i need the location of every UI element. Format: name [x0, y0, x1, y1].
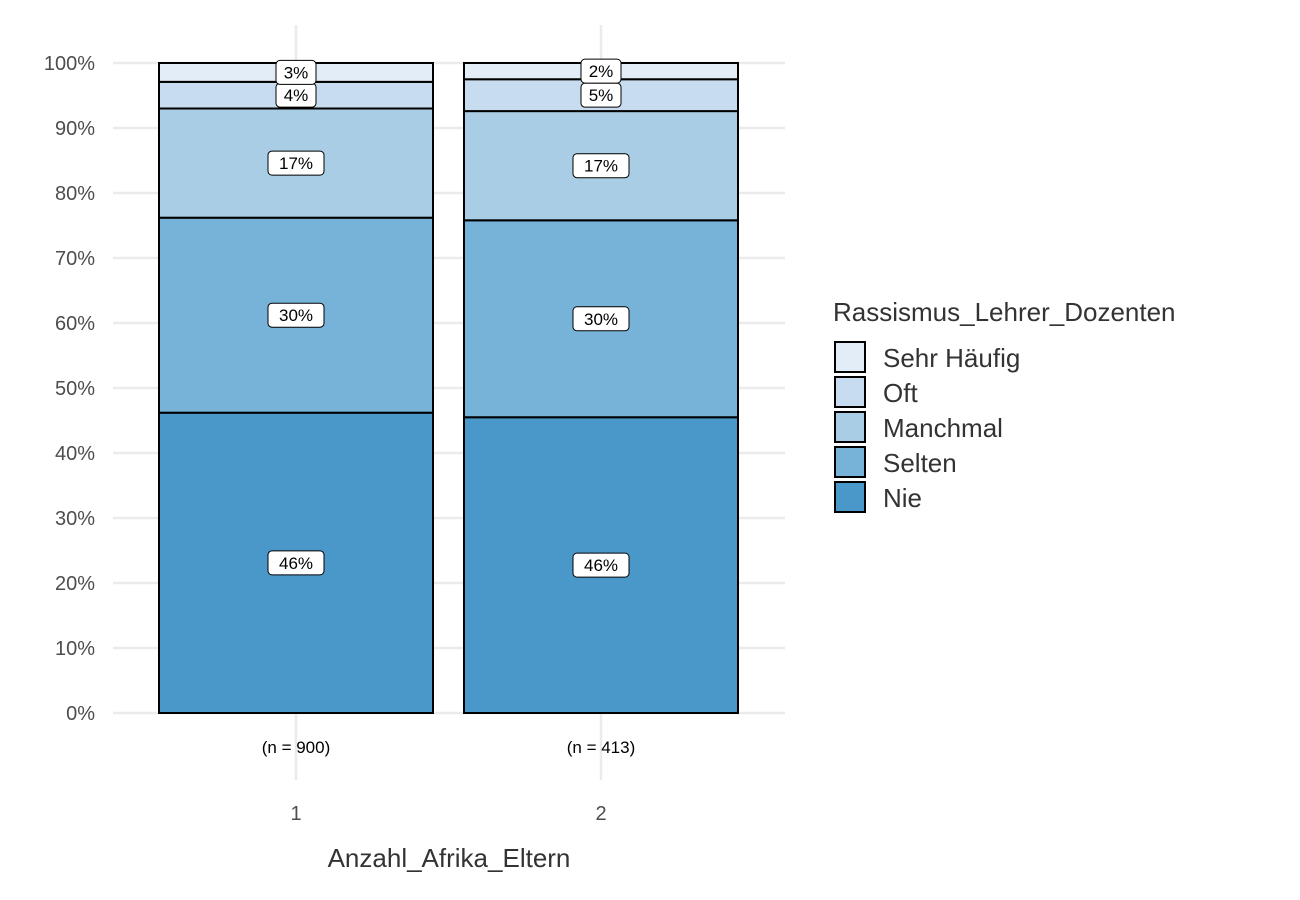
- data-label: 30%: [267, 302, 325, 328]
- data-label-text: 2%: [589, 62, 614, 81]
- data-label: 17%: [572, 153, 630, 179]
- data-label: 5%: [580, 82, 622, 108]
- y-axis: 0% 10% 20% 30% 40% 50% 60% 70% 80% 90% 100%: [44, 53, 95, 725]
- data-label-box: [580, 58, 622, 84]
- group-size-label: (n = 413): [567, 738, 636, 757]
- legend: Rassismus_Lehrer_Dozenten Sehr HäufigOft…: [833, 297, 1176, 513]
- data-label-text: 4%: [284, 86, 309, 105]
- legend-label: Manchmal: [883, 413, 1003, 443]
- data-label-box: [267, 302, 325, 328]
- data-label: 2%: [580, 58, 622, 84]
- data-label: 4%: [275, 82, 317, 108]
- data-label: 3%: [275, 59, 317, 85]
- legend-label: Sehr Häufig: [883, 343, 1020, 373]
- y-tick-label: 0%: [66, 703, 95, 725]
- data-label: 46%: [572, 552, 630, 578]
- data-label-text: 3%: [284, 63, 309, 82]
- y-tick-label: 20%: [55, 573, 95, 595]
- y-tick-label: 90%: [55, 118, 95, 140]
- legend-label: Selten: [883, 448, 957, 478]
- data-label-box: [572, 552, 630, 578]
- y-tick-label: 10%: [55, 638, 95, 660]
- x-tick-label: 2: [595, 803, 606, 825]
- x-tick-label: 1: [290, 803, 301, 825]
- legend-swatch: [834, 341, 866, 373]
- y-tick-label: 70%: [55, 248, 95, 270]
- legend-swatch: [834, 411, 866, 443]
- y-tick-label: 100%: [44, 53, 95, 75]
- y-tick-label: 80%: [55, 183, 95, 205]
- data-labels: 46% 30% 17% 4% 3% 46% 30% 17% 5% 2%: [267, 58, 630, 578]
- legend-item: Nie: [834, 481, 922, 513]
- group-size-label: (n = 900): [262, 738, 331, 757]
- data-label-text: 30%: [584, 310, 618, 329]
- data-label-box: [572, 153, 630, 179]
- legend-swatch: [834, 376, 866, 408]
- data-label-text: 17%: [279, 154, 313, 173]
- legend-item: Manchmal: [834, 411, 1003, 443]
- data-label: 17%: [267, 150, 325, 176]
- legend-label: Nie: [883, 483, 922, 513]
- data-label-text: 5%: [589, 86, 614, 105]
- bars: [158, 62, 739, 714]
- legend-item: Selten: [834, 446, 957, 478]
- data-label: 30%: [572, 306, 630, 332]
- y-tick-label: 50%: [55, 378, 95, 400]
- data-label-text: 46%: [584, 556, 618, 575]
- legend-swatch: [834, 481, 866, 513]
- data-label-box: [267, 550, 325, 576]
- y-tick-label: 60%: [55, 313, 95, 335]
- legend-item: Sehr Häufig: [834, 341, 1020, 373]
- data-label-box: [275, 59, 317, 85]
- data-label-box: [572, 306, 630, 332]
- legend-swatch: [834, 446, 866, 478]
- data-label-box: [267, 150, 325, 176]
- y-tick-label: 30%: [55, 508, 95, 530]
- x-axis-title: Anzahl_Afrika_Eltern: [328, 843, 571, 873]
- legend-item: Oft: [834, 376, 918, 408]
- legend-label: Oft: [883, 378, 918, 408]
- y-tick-label: 40%: [55, 443, 95, 465]
- x-axis: (n = 900) 1 (n = 413) 2: [262, 738, 636, 825]
- data-label: 46%: [267, 550, 325, 576]
- data-label-text: 30%: [279, 306, 313, 325]
- data-label-text: 46%: [279, 554, 313, 573]
- legend-title: Rassismus_Lehrer_Dozenten: [833, 297, 1176, 327]
- data-label-text: 17%: [584, 157, 618, 176]
